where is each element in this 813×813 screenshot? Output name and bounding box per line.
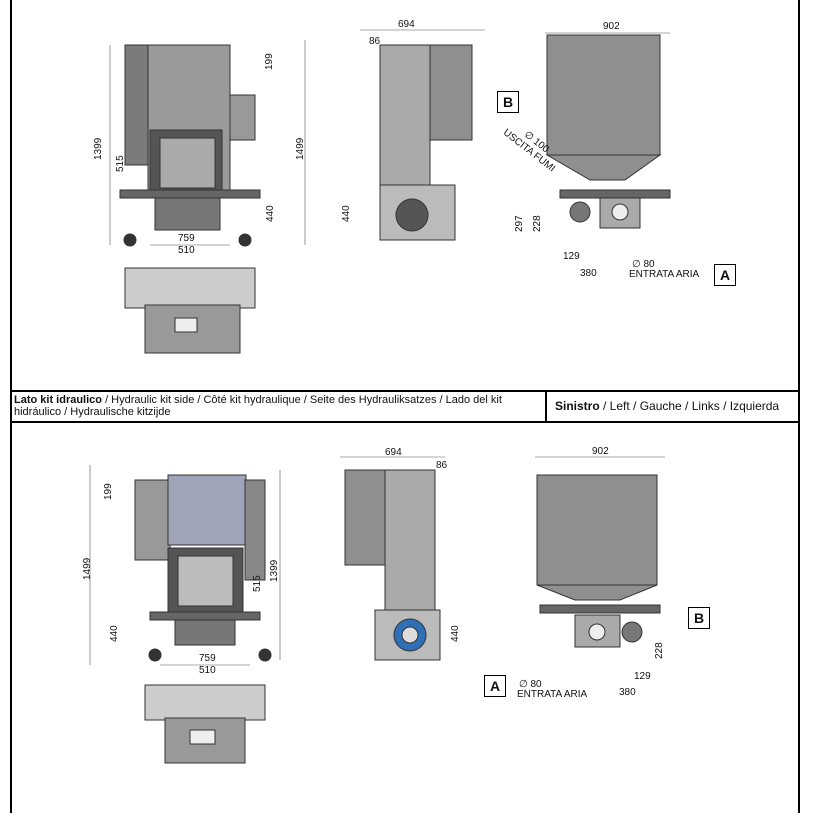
dim-440: 440 — [450, 625, 461, 642]
dim-1399: 1399 — [93, 137, 104, 160]
dim-86: 86 — [369, 36, 381, 47]
dim-1399: 1399 — [269, 559, 280, 582]
dim-1499: 1499 — [82, 557, 93, 580]
dim-1499: 1499 — [295, 137, 306, 160]
divider — [545, 390, 547, 422]
air-inlet-label: ENTRATA ARIA — [629, 269, 700, 280]
dim-694: 694 — [398, 19, 415, 30]
dim-440: 440 — [265, 205, 276, 222]
air-diameter: ∅ 80 — [519, 679, 542, 690]
dim-129: 129 — [634, 671, 651, 682]
dim-902: 902 — [592, 446, 609, 457]
dim-440: 440 — [341, 205, 352, 222]
dim-694: 694 — [385, 447, 402, 458]
dim-902: 902 — [603, 21, 620, 32]
dim-440: 440 — [109, 625, 120, 642]
border-left — [10, 0, 12, 813]
air-diameter: ∅ 80 — [632, 259, 655, 270]
caption-hydraulic-side: Lato kit idraulico / Hydraulic kit side … — [14, 394, 502, 418]
dim-199: 199 — [264, 53, 275, 70]
dim-510: 510 — [199, 665, 216, 676]
caption-left-side: Sinistro / Left / Gauche / Links / Izqui… — [555, 399, 780, 413]
dim-228: 228 — [532, 215, 543, 232]
dim-86: 86 — [436, 460, 448, 471]
dim-297: 297 — [514, 215, 525, 232]
dim-759: 759 — [199, 653, 216, 664]
divider — [10, 421, 800, 423]
dim-515: 515 — [252, 575, 263, 592]
border-right — [798, 0, 800, 813]
label-a: A — [714, 264, 736, 286]
dim-228: 228 — [654, 642, 665, 659]
dim-510: 510 — [178, 245, 195, 256]
dim-380: 380 — [619, 687, 636, 698]
dim-759: 759 — [178, 233, 195, 244]
dim-199: 199 — [103, 483, 114, 500]
dim-380: 380 — [580, 268, 597, 279]
label-b: B — [497, 91, 519, 113]
dim-515: 515 — [115, 155, 126, 172]
dim-129: 129 — [563, 251, 580, 262]
label-a: A — [484, 675, 506, 697]
label-b: B — [688, 607, 710, 629]
divider — [10, 390, 800, 392]
air-inlet-label: ENTRATA ARIA — [517, 689, 588, 700]
